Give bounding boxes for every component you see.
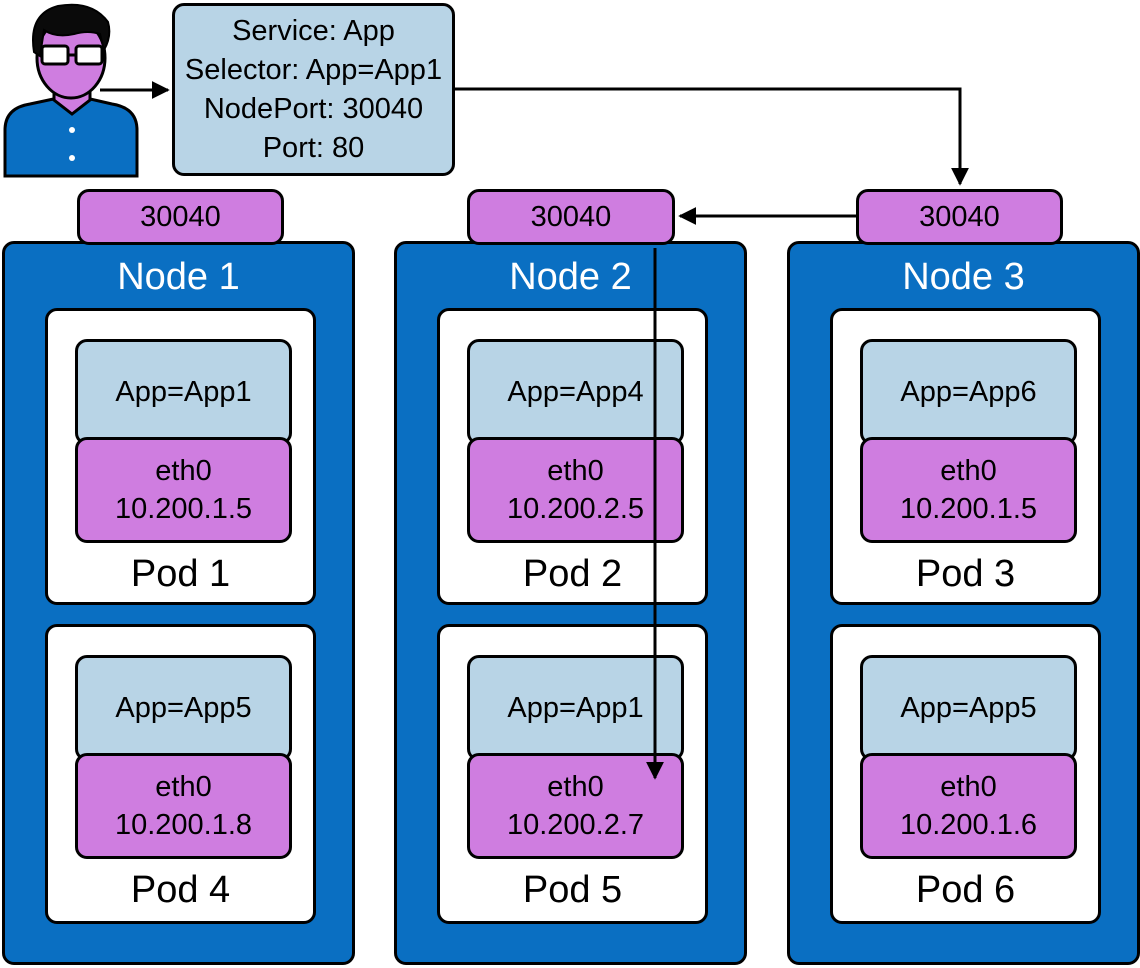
pod-label: App=App4 bbox=[467, 339, 684, 445]
nodeport-badge: 30040 bbox=[77, 189, 284, 245]
service-nodeport: NodePort: 30040 bbox=[203, 92, 424, 125]
pod-label: App=App5 bbox=[860, 655, 1077, 761]
node-3: Node 3 App=App6 eth0 10.200.1.5 Pod 3 Ap… bbox=[787, 241, 1140, 965]
user-icon bbox=[3, 3, 139, 178]
pod-card: App=App5 eth0 10.200.1.8 Pod 4 bbox=[45, 624, 316, 924]
pod-name: Pod 1 bbox=[130, 553, 231, 595]
iface-ip: 10.200.1.5 bbox=[899, 493, 1038, 525]
node-title: Node 3 bbox=[902, 256, 1025, 298]
nodeport-badge: 30040 bbox=[467, 189, 675, 245]
iface-ip: 10.200.2.5 bbox=[506, 493, 645, 525]
node-title: Node 1 bbox=[117, 256, 240, 298]
pod-label: App=App6 bbox=[860, 339, 1077, 445]
iface-ip: 10.200.1.5 bbox=[114, 493, 253, 525]
pod-name: Pod 6 bbox=[915, 869, 1016, 911]
pod-card: App=App5 eth0 10.200.1.6 Pod 6 bbox=[830, 624, 1101, 924]
service-selector: Selector: App=App1 bbox=[184, 53, 443, 86]
service-port: Port: 80 bbox=[262, 131, 365, 164]
iface-name: eth0 bbox=[547, 771, 604, 803]
pod-label: App=App1 bbox=[75, 339, 292, 445]
pod-card: App=App1 eth0 10.200.2.7 Pod 5 bbox=[437, 624, 708, 924]
pod-card: App=App1 eth0 10.200.1.5 Pod 1 bbox=[45, 308, 316, 605]
pod-interface: eth0 10.200.1.8 bbox=[75, 753, 292, 859]
iface-name: eth0 bbox=[940, 455, 997, 487]
service-name: Service: App bbox=[232, 14, 395, 47]
pod-name: Pod 4 bbox=[130, 869, 231, 911]
iface-name: eth0 bbox=[940, 771, 997, 803]
pod-card: App=App4 eth0 10.200.2.5 Pod 2 bbox=[437, 308, 708, 605]
nodeport-badge: 30040 bbox=[856, 189, 1063, 245]
iface-name: eth0 bbox=[547, 455, 604, 487]
pod-interface: eth0 10.200.1.5 bbox=[860, 437, 1077, 543]
iface-name: eth0 bbox=[155, 455, 212, 487]
node-2: Node 2 App=App4 eth0 10.200.2.5 Pod 2 Ap… bbox=[394, 241, 747, 965]
pod-label: App=App1 bbox=[467, 655, 684, 761]
arrow-service-to-node3 bbox=[455, 87, 969, 186]
iface-name: eth0 bbox=[155, 771, 212, 803]
service-box: Service: App Selector: App=App1 NodePort… bbox=[172, 3, 455, 176]
iface-ip: 10.200.1.8 bbox=[114, 809, 253, 841]
pod-name: Pod 2 bbox=[522, 553, 623, 595]
pod-name: Pod 3 bbox=[915, 553, 1016, 595]
pod-label: App=App5 bbox=[75, 655, 292, 761]
iface-ip: 10.200.1.6 bbox=[899, 809, 1038, 841]
pod-interface: eth0 10.200.1.5 bbox=[75, 437, 292, 543]
pod-interface: eth0 10.200.1.6 bbox=[860, 753, 1077, 859]
iface-ip: 10.200.2.7 bbox=[506, 809, 645, 841]
node-1: Node 1 App=App1 eth0 10.200.1.5 Pod 1 Ap… bbox=[2, 241, 355, 965]
pod-interface: eth0 10.200.2.7 bbox=[467, 753, 684, 859]
pod-interface: eth0 10.200.2.5 bbox=[467, 437, 684, 543]
node-title: Node 2 bbox=[509, 256, 632, 298]
pod-name: Pod 5 bbox=[522, 869, 623, 911]
pod-card: App=App6 eth0 10.200.1.5 Pod 3 bbox=[830, 308, 1101, 605]
